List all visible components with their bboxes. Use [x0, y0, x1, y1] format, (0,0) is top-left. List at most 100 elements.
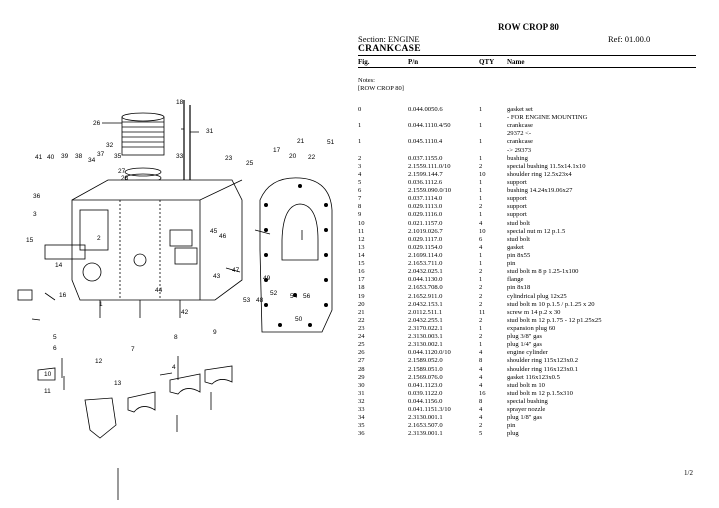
part-name: screw m 14 p.2 x 30 [507, 308, 561, 316]
part-qty: 4 [479, 406, 483, 414]
svg-text:56: 56 [303, 293, 311, 300]
part-fig: 8 [358, 203, 362, 211]
part-fig: 7 [358, 195, 362, 203]
part-qty: 1 [479, 138, 483, 146]
parts-row: - FOR ENGINE MOUNTING [358, 114, 698, 122]
part-number: 0.044.1110.4/50 [408, 122, 451, 130]
part-qty: 1 [479, 187, 483, 195]
svg-text:14: 14 [55, 262, 63, 269]
part-name: shoulder ring 116x123x0.1 [507, 365, 578, 373]
part-qty: 4 [479, 349, 483, 357]
part-name: stud bolt m 12 p.1.75 - 12 p1.25x25 [507, 316, 602, 324]
svg-text:10: 10 [44, 371, 52, 378]
part-name: flange [507, 276, 524, 284]
part-fig: 30 [358, 381, 365, 389]
part-name: cylindrical plug 12x25 [507, 292, 567, 300]
part-name: bushing 14.24x19.06x27 [507, 187, 573, 195]
svg-text:47: 47 [232, 267, 240, 274]
part-fig: 32 [358, 397, 365, 405]
column-header-name: Name [507, 58, 525, 66]
part-fig: 1 [358, 122, 362, 130]
part-number: 0.044.0050.6 [408, 106, 443, 113]
part-number: 2.1559.111.0/10 [408, 162, 451, 170]
svg-text:52: 52 [270, 290, 278, 297]
part-name: pin [507, 422, 516, 430]
part-name: support [507, 211, 527, 219]
part-fig: 1 [358, 138, 362, 146]
part-number: 2.1699.114.0 [408, 251, 443, 259]
part-qty: 10 [479, 170, 486, 178]
part-name: stud bolt m 10 p.1.5 / p.1.25 x 20 [507, 300, 595, 308]
flange-plate-drawing [259, 177, 333, 333]
part-qty: 1 [479, 324, 483, 332]
svg-text:27: 27 [118, 168, 126, 175]
part-qty: 5 [479, 430, 483, 438]
svg-text:17: 17 [273, 147, 281, 154]
svg-text:40: 40 [47, 154, 55, 161]
part-number: 2.3130.003.1 [408, 333, 443, 341]
part-fig: 17 [358, 276, 365, 284]
part-number: 2.1599.144.7 [408, 170, 443, 178]
part-fig: 11 [358, 227, 365, 235]
crankcase-block-drawing [71, 179, 243, 318]
svg-text:13: 13 [114, 380, 122, 387]
svg-text:23: 23 [225, 155, 233, 162]
part-name: -> 29373 [507, 146, 532, 154]
part-name: support [507, 178, 527, 186]
part-name: stud bolt m 8 p 1.25-1x100 [507, 268, 579, 276]
part-fig: 33 [358, 406, 365, 414]
column-header-fig: Fig. [358, 58, 370, 66]
svg-text:21: 21 [297, 138, 305, 145]
part-fig: 14 [358, 251, 365, 259]
part-fig: 24 [358, 333, 365, 341]
part-fig: 9 [358, 211, 362, 219]
column-header-pn: P/n [408, 58, 419, 66]
part-qty: 1 [479, 211, 483, 219]
part-name: stud bolt m 10 [507, 381, 545, 389]
svg-text:1: 1 [99, 301, 103, 308]
part-name: pin [507, 260, 516, 268]
part-qty: 4 [479, 414, 483, 422]
part-name: 29372 <- [507, 130, 532, 138]
part-number: 2.1653.708.0 [408, 284, 443, 292]
svg-text:11: 11 [44, 388, 51, 395]
part-name: bushing [507, 154, 528, 162]
svg-text:16: 16 [59, 292, 67, 299]
part-name: stud bolt m 12 p.1.5x310 [507, 389, 573, 397]
part-number: 0.029.1117.0 [408, 235, 443, 243]
part-name: - FOR ENGINE MOUNTING [507, 114, 588, 122]
part-fig: 13 [358, 243, 365, 251]
part-name: engine cylinder [507, 349, 548, 357]
part-number: 0.041.1151.3/10 [408, 406, 451, 414]
part-fig: 25 [358, 341, 365, 349]
part-number: 2.1589.051.0 [408, 365, 443, 373]
part-qty: 2 [479, 333, 483, 341]
part-fig: 23 [358, 324, 365, 332]
svg-text:8: 8 [174, 334, 178, 341]
parts-row: -> 29373 [358, 147, 698, 155]
svg-text:49: 49 [263, 275, 271, 282]
part-name: crankcase [507, 122, 533, 130]
svg-text:45: 45 [210, 228, 218, 235]
part-fig: 26 [358, 349, 365, 357]
part-qty: 2 [479, 203, 483, 211]
svg-text:12: 12 [95, 358, 103, 365]
part-number: 0.044.1120.0/10 [408, 349, 451, 357]
part-number: 2.0432.153.1 [408, 300, 443, 308]
part-name: support [507, 195, 527, 203]
part-qty: 4 [479, 365, 483, 373]
